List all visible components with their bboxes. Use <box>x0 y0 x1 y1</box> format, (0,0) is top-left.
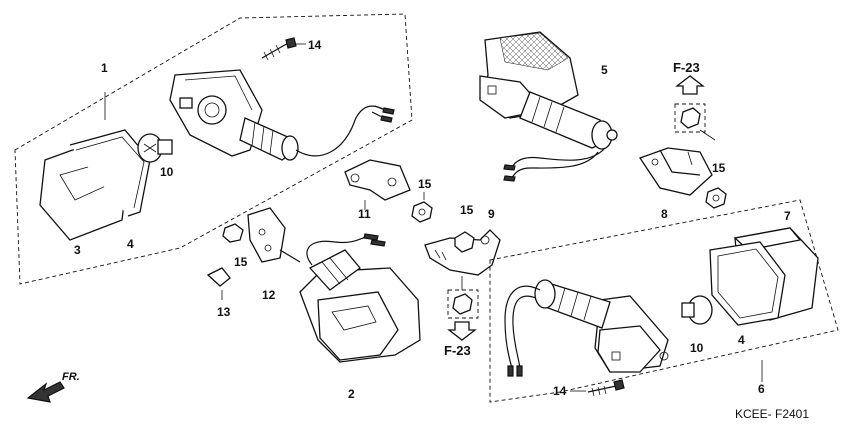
label-4a: 4 <box>127 237 134 251</box>
label-14a: 14 <box>308 38 322 52</box>
label-15b: 15 <box>234 255 248 269</box>
ref-f23-bottom <box>447 276 479 341</box>
label-10b: 10 <box>690 341 704 355</box>
label-2: 2 <box>348 387 355 401</box>
label-6: 6 <box>758 382 765 396</box>
label-4b: 4 <box>738 333 745 347</box>
label-7: 7 <box>784 209 791 223</box>
ref-f23-top-text: F-23 <box>673 60 700 75</box>
label-8: 8 <box>661 207 668 221</box>
winker-stay-8 <box>638 147 713 196</box>
fr-label: FR. <box>62 371 80 383</box>
label-15c: 15 <box>712 161 726 175</box>
ref-f23-top <box>674 75 716 166</box>
label-15a: 15 <box>418 177 432 191</box>
label-9: 9 <box>488 207 495 221</box>
front-left-winker-assembly <box>14 13 413 285</box>
nut-15-a <box>411 192 433 223</box>
diagram-code: KCEE- F2401 <box>735 407 809 421</box>
label-12: 12 <box>262 288 276 302</box>
ref-f23-bottom-text: F-23 <box>444 343 471 358</box>
rear-right-winker-assembly <box>489 199 839 403</box>
winker-stay-11 <box>344 159 411 210</box>
label-10a: 10 <box>160 165 174 179</box>
rear-left-winker-assembly <box>206 207 421 363</box>
winker-stay-9 <box>424 229 501 276</box>
label-14b: 14 <box>553 384 567 398</box>
label-13: 13 <box>217 305 231 319</box>
label-3: 3 <box>74 243 81 257</box>
label-11: 11 <box>358 207 371 221</box>
label-15d: 15 <box>460 203 474 217</box>
front-direction-arrow <box>26 381 65 403</box>
front-right-winker-assembly <box>479 31 618 182</box>
nut-15-c <box>705 187 727 209</box>
label-5: 5 <box>601 63 608 77</box>
label-1: 1 <box>101 61 108 75</box>
